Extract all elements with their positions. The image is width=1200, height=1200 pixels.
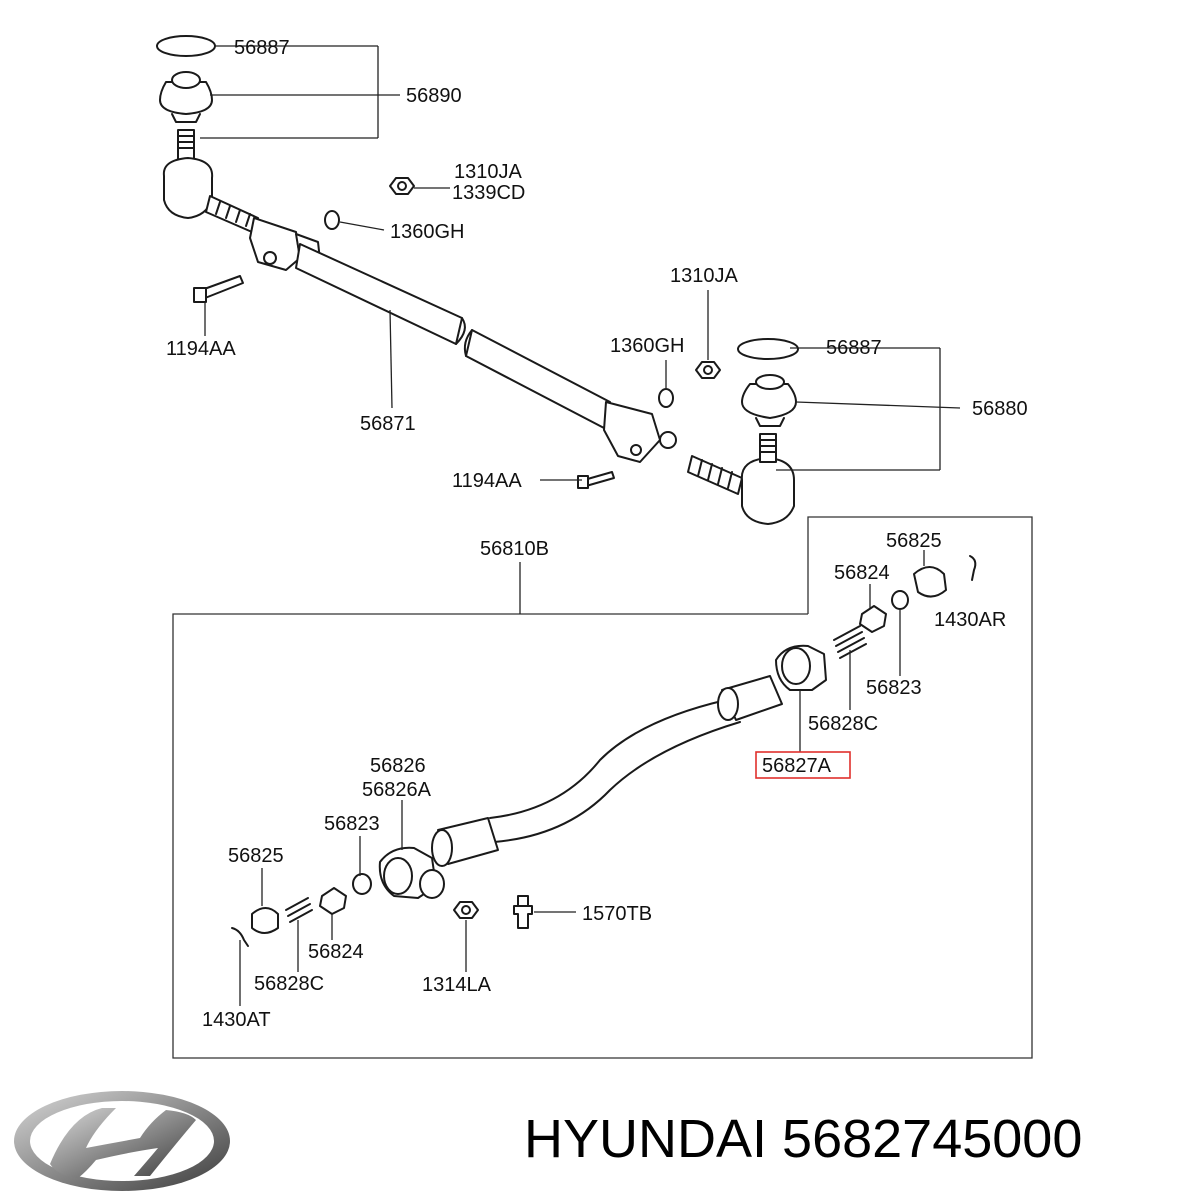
plug-56825-right [913, 566, 947, 598]
label-56880: 56880 [972, 398, 1028, 420]
label-1310JA-top: 1310JA [454, 161, 522, 183]
washer-mid [658, 388, 674, 408]
lower-assembly [231, 555, 977, 947]
label-56827A: 56827A [762, 755, 832, 777]
clamp-top [249, 217, 301, 271]
grease-fitting-1570TB [513, 905, 533, 929]
label-56823-left: 56823 [324, 813, 380, 835]
label-1430AR: 1430AR [934, 609, 1006, 631]
nut-mid [695, 361, 721, 379]
label-1570TB: 1570TB [582, 903, 652, 925]
label-56824-right: 56824 [834, 562, 890, 584]
label-56887-right: 56887 [826, 337, 882, 359]
label-56825-left: 56825 [228, 845, 284, 867]
dust-boot-top [159, 81, 213, 115]
lower-leader-lines [239, 550, 925, 1006]
tie-rod-tube [295, 243, 463, 345]
label-1194AA-mid: 1194AA [452, 470, 522, 492]
seat-56823-left [352, 873, 372, 895]
tie-rod-end-right [740, 457, 795, 525]
nut-top [389, 177, 415, 195]
highlight-box [755, 751, 851, 779]
washer-top [324, 210, 340, 230]
label-56826: 56826 [370, 755, 426, 777]
label-56826A: 56826A [362, 779, 432, 801]
label-56871: 56871 [360, 413, 416, 435]
plug-56825-left [251, 907, 279, 934]
snap-ring-right [737, 338, 799, 360]
spring-56828C-left [285, 897, 313, 923]
label-56887-top: 56887 [234, 37, 290, 59]
label-1339CD: 1339CD [452, 182, 525, 204]
cotter-pin-1430AR [969, 555, 977, 581]
label-56825-right: 56825 [886, 530, 942, 552]
label-1310JA-mid: 1310JA [670, 265, 738, 287]
upper-tie-rod-assembly [156, 35, 799, 525]
callout-labels: 56887 56890 1310JA 1339CD 1360GH 1194AA … [166, 37, 1028, 1031]
ball-seat-56824-left [319, 887, 347, 915]
label-56823-right: 56823 [866, 677, 922, 699]
label-1430AT: 1430AT [202, 1009, 271, 1031]
drag-link-tube [489, 699, 727, 819]
ball-stud-top [177, 129, 195, 161]
socket-56827A [775, 644, 827, 691]
label-56890: 56890 [406, 85, 462, 107]
ball-seat-56824-right [859, 605, 887, 633]
label-56828C-left: 56828C [254, 973, 324, 995]
ball-stud-right [759, 433, 777, 463]
label-1360GH-mid: 1360GH [610, 335, 685, 357]
snap-ring-top [156, 35, 216, 57]
seat-56823-right [891, 590, 909, 610]
label-1194AA-left: 1194AA [166, 338, 236, 360]
tie-rod-end-top [162, 157, 214, 219]
label-1314LA: 1314LA [422, 974, 492, 996]
assembly-box-56810B [172, 516, 1033, 1059]
part-number: 5682745000 [782, 1109, 1083, 1169]
footer-brand-text: HYUNDAI 5682745000 [524, 1104, 1082, 1174]
nut-1314LA [453, 901, 479, 919]
hyundai-logo-icon [14, 1091, 230, 1191]
spring-56828C-right [833, 625, 867, 659]
clamp-right [603, 401, 661, 463]
label-56810B: 56810B [480, 538, 549, 560]
dust-boot-right [741, 383, 797, 419]
cotter-pin-1430AT [231, 927, 249, 947]
label-56824-left: 56824 [308, 941, 364, 963]
upper-leader-lines [200, 45, 961, 481]
label-56828C-right: 56828C [808, 713, 878, 735]
brand-name: HYUNDAI [524, 1109, 768, 1169]
label-1360GH-top: 1360GH [390, 221, 465, 243]
